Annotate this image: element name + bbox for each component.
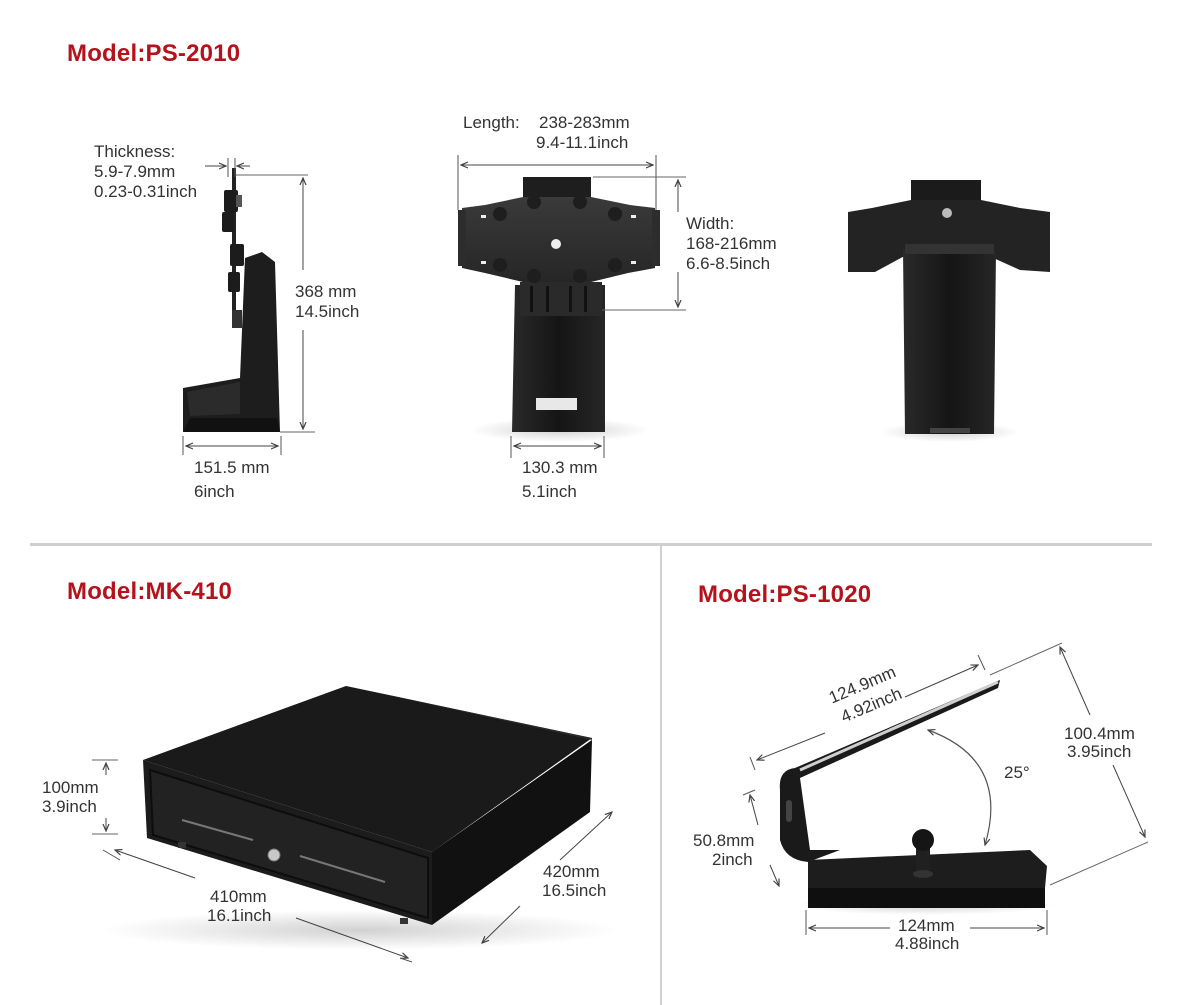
ps2010-length-mm: 238-283mm	[539, 113, 630, 132]
section-divider-horizontal	[30, 543, 1152, 546]
ps2010-front-view	[457, 155, 686, 458]
ps1020-base-mm: 124mm	[898, 916, 955, 935]
ps1020-height-inch: 3.95inch	[1067, 742, 1132, 761]
ps2010-width-mm: 168-216mm	[686, 234, 777, 253]
ps2010-thickness-inch: 0.23-0.31inch	[94, 182, 198, 201]
ps2010-front-base-mm: 130.3 mm	[522, 458, 598, 477]
mk410-height-inch: 3.9inch	[42, 797, 97, 816]
mk410-depth-mm: 420mm	[543, 862, 600, 881]
ps2010-side-base-mm: 151.5 mm	[194, 458, 270, 477]
ps2010-front-base-inch: 5.1inch	[522, 482, 577, 501]
section-divider-vertical	[660, 545, 662, 1005]
ps2010-length-label: Length:	[463, 113, 520, 132]
ps2010-back-view	[848, 180, 1050, 442]
ps1020-height-mm: 100.4mm	[1064, 724, 1135, 743]
model-title-ps1020: Model:PS-1020	[698, 581, 872, 608]
mk410-width-inch: 16.1inch	[207, 906, 272, 925]
mk410-height-mm: 100mm	[42, 778, 99, 797]
ps2010-height-inch: 14.5inch	[295, 302, 360, 321]
ps2010-width-label: Width:	[686, 214, 735, 233]
ps1020-riser-inch: 2inch	[712, 850, 753, 869]
mk410-width-mm: 410mm	[210, 887, 267, 906]
ps2010-side-base-inch: 6inch	[194, 482, 235, 501]
ps1020-riser-mm: 50.8mm	[693, 831, 755, 850]
ps2010-thickness-mm: 5.9-7.9mm	[94, 162, 176, 181]
ps2010-side-view	[182, 158, 315, 455]
ps2010-thickness-label: Thickness:	[94, 142, 176, 161]
ps2010-width-inch: 6.6-8.5inch	[686, 254, 771, 273]
mk410-depth-inch: 16.5inch	[542, 881, 607, 900]
ps1020-angle: 25°	[1004, 763, 1030, 782]
model-title-ps2010: Model:PS-2010	[67, 40, 241, 67]
model-title-mk410: Model:MK-410	[67, 578, 233, 605]
ps2010-height-mm: 368 mm	[295, 282, 357, 301]
mk410-cash-drawer	[92, 686, 620, 963]
ps1020-stand	[742, 642, 1149, 935]
ps2010-length-inch: 9.4-11.1inch	[536, 133, 629, 152]
ps1020-base-inch: 4.88inch	[895, 934, 960, 953]
